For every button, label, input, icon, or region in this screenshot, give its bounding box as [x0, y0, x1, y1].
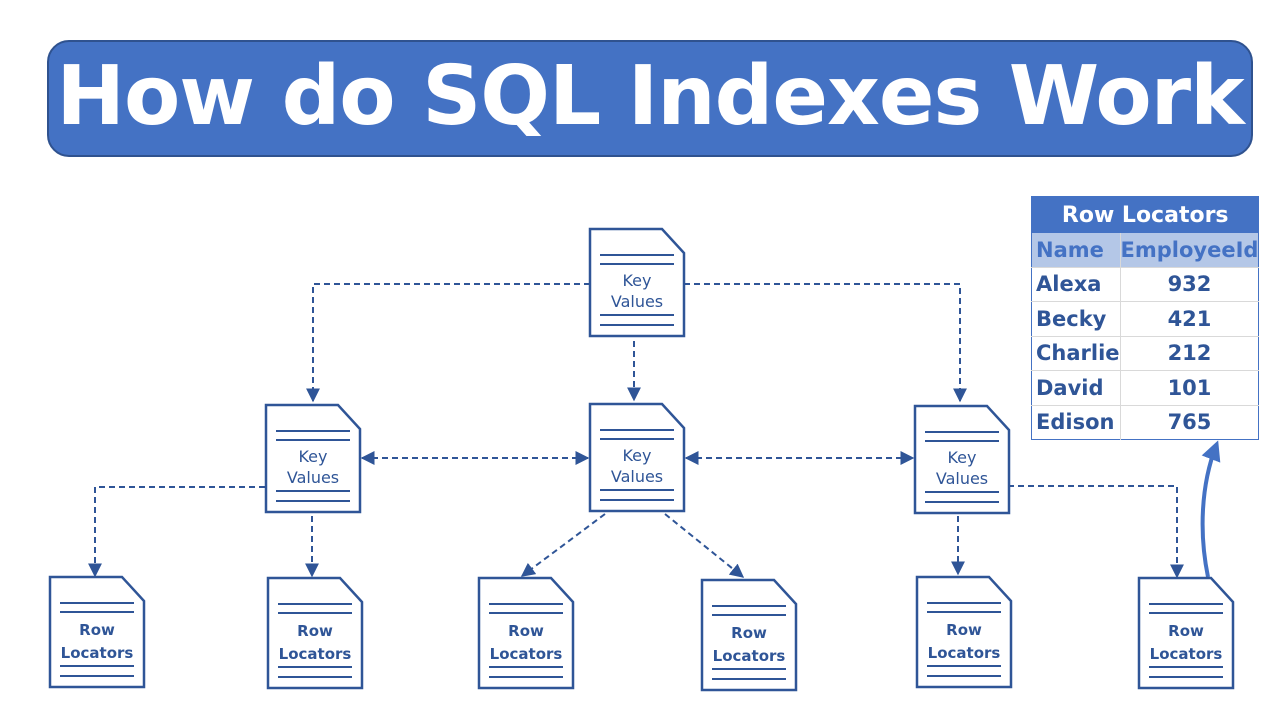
node-label-line2: Values — [287, 468, 339, 487]
table-row: Edison 765 — [1031, 404, 1259, 440]
key-values-node-left: Key Values — [264, 403, 362, 514]
row-locators-table: Row Locators Name EmployeeId Alexa 932 B… — [1031, 196, 1260, 440]
node-label-line1: Key — [622, 446, 651, 465]
node-label-line1: Row — [946, 621, 982, 639]
row-locators-node-1: Row Locators — [48, 575, 146, 689]
row-locators-node-2: Row Locators — [266, 576, 364, 690]
table-header-row: Name EmployeeId — [1031, 233, 1259, 267]
cell-employee-id: 765 — [1119, 404, 1259, 440]
node-label-line1: Key — [622, 271, 651, 290]
row-locators-node-5: Row Locators — [915, 575, 1013, 689]
key-values-node-right: Key Values — [913, 404, 1011, 515]
node-label-line1: Row — [79, 621, 115, 639]
cell-employee-id: 101 — [1119, 370, 1259, 405]
row-locators-node-3: Row Locators — [477, 576, 575, 690]
node-label-line2: Values — [611, 467, 663, 486]
cell-name: Charlie — [1031, 335, 1121, 371]
cell-employee-id: 421 — [1119, 301, 1259, 336]
tree-connectors — [88, 283, 1184, 579]
cell-employee-id: 212 — [1119, 335, 1259, 371]
node-label-line1: Row — [508, 622, 544, 640]
cell-name: Alexa — [1031, 266, 1121, 302]
table-row: Charlie 212 — [1031, 335, 1259, 371]
table-row: David 101 — [1031, 370, 1259, 405]
node-label-line2: Values — [611, 292, 663, 311]
cell-name: Becky — [1031, 301, 1121, 336]
connector-middle-leaf3 — [520, 513, 606, 577]
node-label-line2: Locators — [490, 645, 563, 663]
curved-arrow-to-table — [1200, 440, 1221, 578]
connector-root-left — [306, 283, 590, 403]
column-header-employee-id: EmployeeId — [1119, 233, 1259, 267]
table-row: Becky 421 — [1031, 301, 1259, 336]
title-banner: How do SQL Indexes Work — [47, 40, 1253, 157]
node-label-line2: Locators — [928, 644, 1001, 662]
table-title: Row Locators — [1031, 196, 1259, 233]
cell-name: Edison — [1031, 404, 1121, 440]
cell-name: David — [1031, 370, 1121, 405]
connector-middle-leaf4 — [664, 513, 745, 578]
connector-root-right — [684, 283, 967, 403]
node-label-line2: Locators — [279, 645, 352, 663]
node-label-line2: Values — [936, 469, 988, 488]
connector-right-leaf6 — [1008, 485, 1184, 579]
column-header-name: Name — [1036, 237, 1104, 262]
row-locators-node-4: Row Locators — [700, 578, 798, 692]
node-label-line1: Row — [731, 624, 767, 642]
page-title: How do SQL Indexes Work — [56, 48, 1244, 144]
key-values-node-middle: Key Values — [588, 402, 686, 513]
table-row: Alexa 932 — [1031, 266, 1259, 302]
connector-left-leaf1 — [88, 486, 265, 578]
node-label-line1: Key — [947, 448, 976, 467]
key-values-node-root: Key Values — [588, 227, 686, 338]
cell-employee-id: 932 — [1119, 266, 1259, 302]
node-label-line1: Row — [1168, 622, 1204, 640]
row-locators-node-6: Row Locators — [1137, 576, 1235, 690]
node-label-line1: Row — [297, 622, 333, 640]
node-label-line2: Locators — [713, 647, 786, 665]
node-label-line2: Locators — [1150, 645, 1223, 663]
node-label-line1: Key — [298, 447, 327, 466]
node-label-line2: Locators — [61, 644, 134, 662]
